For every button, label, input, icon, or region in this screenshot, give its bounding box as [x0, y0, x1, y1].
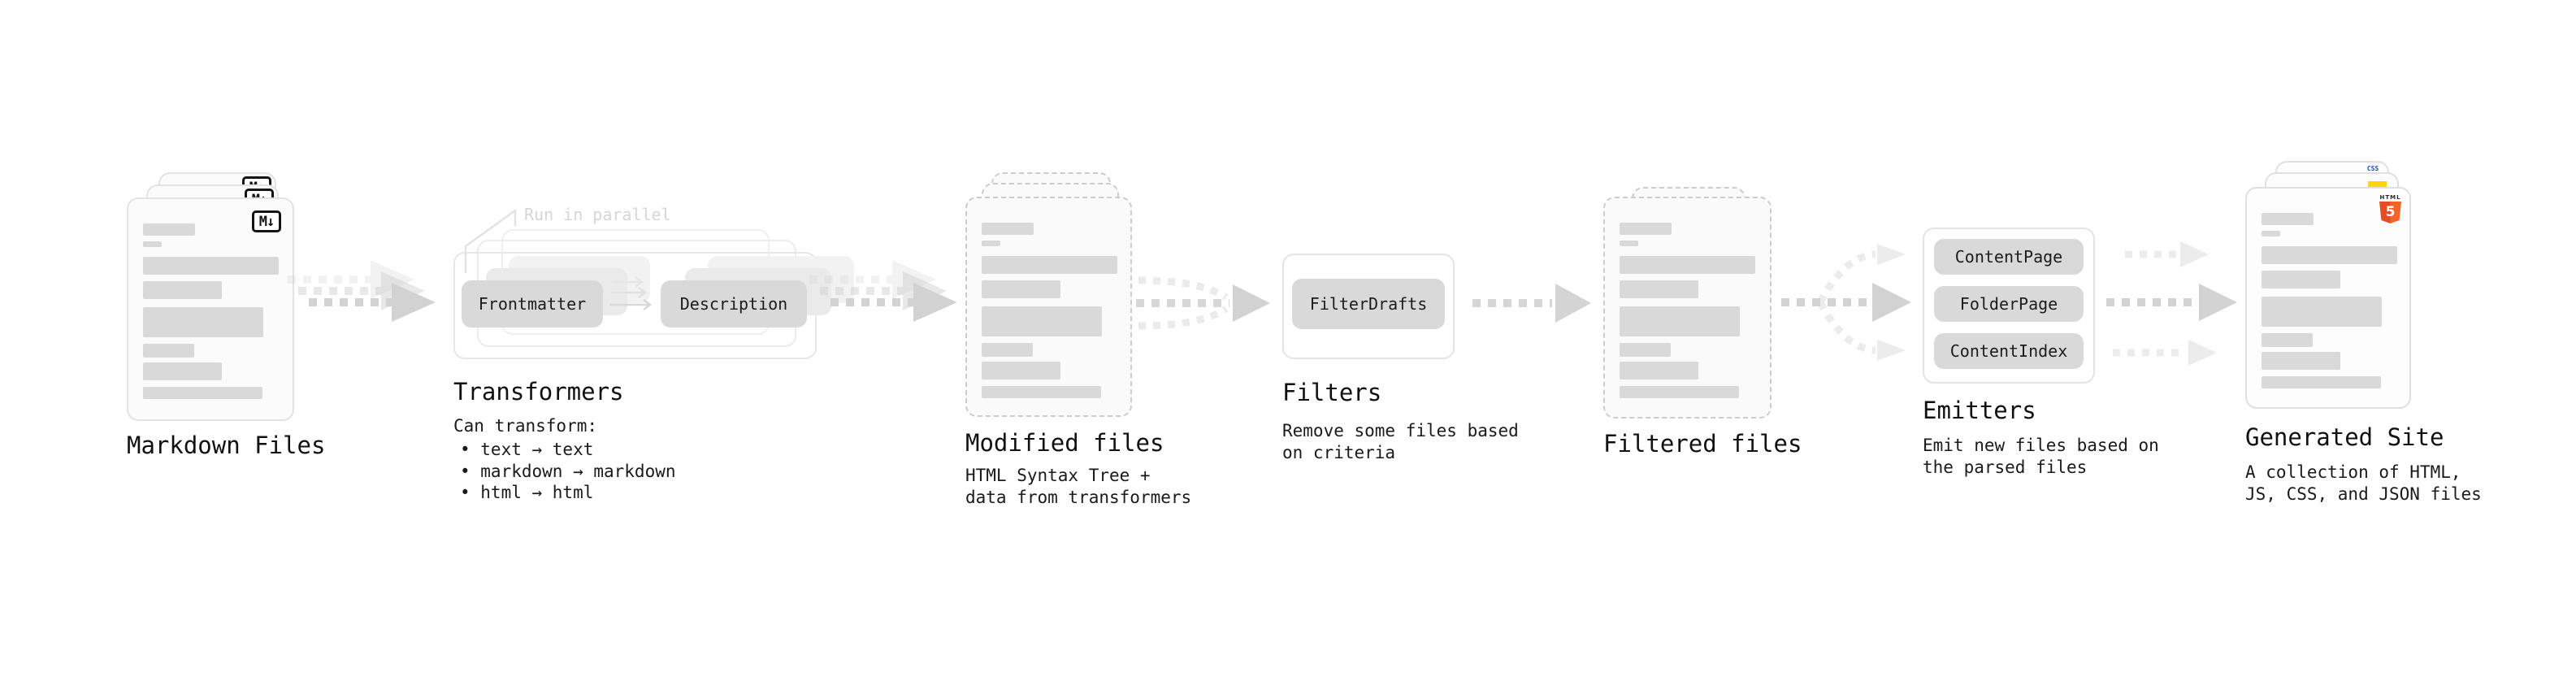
- stage-label-generated-site: Generated Site: [2245, 423, 2444, 451]
- emitter-chip-contentpage: ContentPage: [1934, 239, 2084, 275]
- placeholder-text-lines: [2262, 213, 2397, 388]
- modified-file-card: [965, 197, 1132, 417]
- emitter-chip-folderpage: FolderPage: [1934, 286, 2084, 322]
- flow-arrow-transformers-to-modified: [809, 260, 957, 322]
- placeholder-text-lines: [1620, 223, 1755, 398]
- placeholder-text-lines: [982, 223, 1117, 398]
- filter-chip-filterdrafts: FilterDrafts: [1292, 279, 1445, 329]
- transformers-bullet-list: • text → text • markdown → markdown • ht…: [460, 439, 676, 504]
- flow-arrow-emitters-to-generated: [2106, 241, 2237, 366]
- markdown-file-card: M↓: [127, 197, 294, 421]
- flow-arrow-filters-to-filtered: [1472, 284, 1591, 323]
- filters-desc: Remove some files based on criteria: [1282, 421, 1519, 462]
- stage-label-transformers: Transformers: [453, 378, 624, 406]
- placeholder-text-lines: [143, 223, 279, 399]
- run-in-parallel-note: Run in parallel: [524, 205, 671, 224]
- transformer-chip-description: Description: [661, 280, 807, 327]
- html5-icon: HTML 5: [2379, 194, 2401, 223]
- stage-label-filtered-files: Filtered files: [1603, 430, 1802, 458]
- transformer-chip-frontmatter: Frontmatter: [462, 280, 603, 327]
- markdown-icon: M↓: [252, 210, 281, 232]
- generated-site-desc: A collection of HTML, JS, CSS, and JSON …: [2245, 462, 2482, 504]
- bullet-item: • markdown → markdown: [460, 461, 676, 481]
- bullet-item: • text → text: [460, 440, 594, 459]
- stage-label-markdown-files: Markdown Files: [127, 432, 326, 459]
- bullet-item: • html → html: [460, 483, 594, 502]
- transformers-desc-title: Can transform:: [453, 416, 598, 436]
- emitter-chip-contentindex: ContentIndex: [1934, 333, 2084, 369]
- flow-arrow-markdown-to-transformers: [288, 260, 436, 322]
- js-file-icon: [2368, 181, 2387, 190]
- parallel-run-arrows: [609, 276, 653, 310]
- flow-arrow-filtered-to-emitters: [1781, 244, 1911, 361]
- generated-file-card-html: HTML 5: [2245, 187, 2411, 409]
- emitters-desc: Emit new files based on the parsed files: [1923, 436, 2159, 477]
- stage-label-modified-files: Modified files: [965, 429, 1164, 457]
- modified-files-desc: HTML Syntax Tree + data from transformer…: [965, 466, 1192, 507]
- stage-label-filters: Filters: [1282, 379, 1382, 406]
- flow-arrow-modified-to-filters: [1136, 276, 1270, 330]
- filtered-file-card: [1603, 197, 1772, 419]
- stage-label-emitters: Emitters: [1923, 397, 2036, 424]
- run-in-parallel-leader-line: [464, 208, 517, 273]
